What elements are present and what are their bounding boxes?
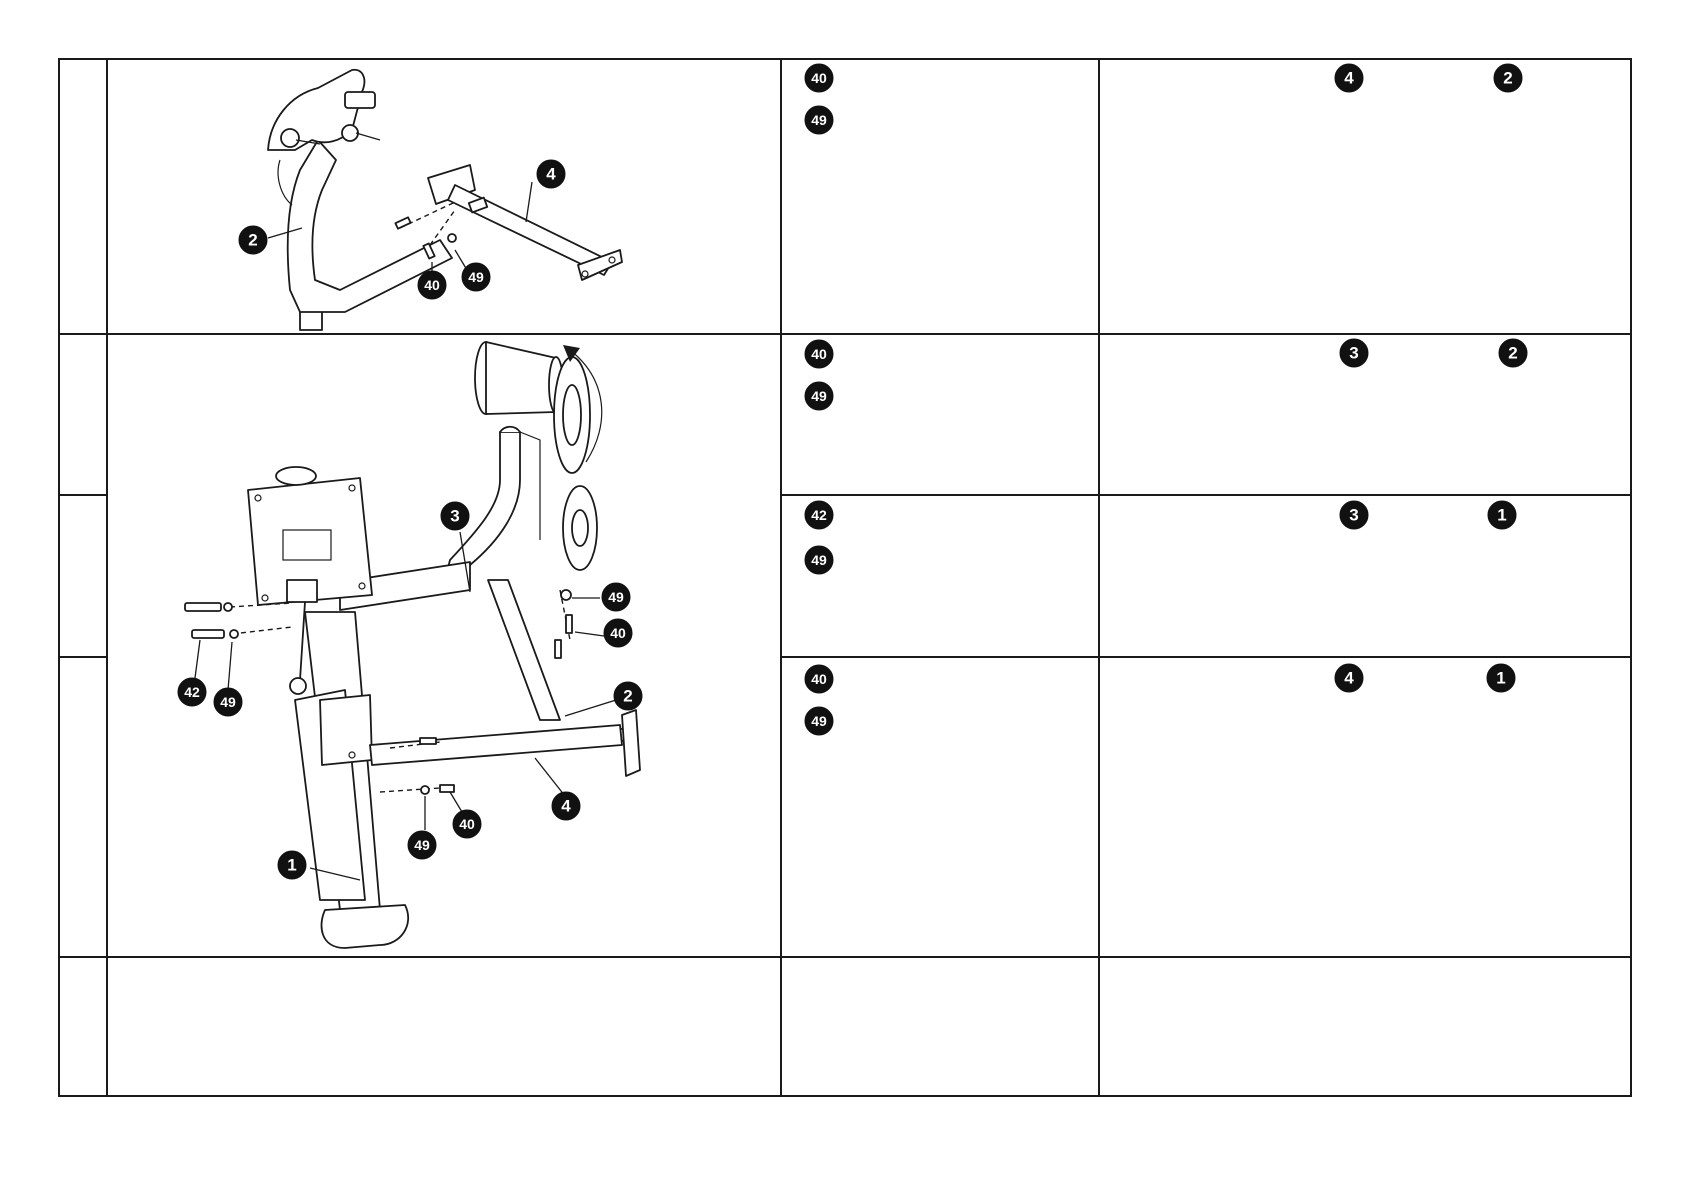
svg-text:4: 4: [1344, 669, 1354, 688]
svg-text:49: 49: [468, 269, 484, 285]
hardware-badge: 40: [805, 665, 833, 693]
hardware-badge: 49: [805, 382, 833, 410]
svg-text:2: 2: [1503, 69, 1512, 88]
callout-badge: 40: [604, 619, 632, 647]
svg-text:1: 1: [287, 856, 296, 875]
part-badge: 2: [1494, 64, 1522, 92]
svg-text:1: 1: [1496, 669, 1505, 688]
hardware-column: 40 49 40 49 42 49 40 49: [805, 64, 833, 735]
svg-text:49: 49: [811, 388, 827, 404]
svg-text:4: 4: [561, 797, 571, 816]
svg-text:1: 1: [1497, 506, 1506, 525]
callout-badge: 49: [462, 263, 490, 291]
svg-text:49: 49: [220, 694, 236, 710]
svg-text:49: 49: [811, 552, 827, 568]
callout-badge: 40: [453, 810, 481, 838]
hardware-badge: 42: [805, 501, 833, 529]
svg-text:49: 49: [608, 589, 624, 605]
part-badge: 3: [1340, 501, 1368, 529]
svg-text:49: 49: [811, 112, 827, 128]
callout-badge: 40: [418, 271, 446, 299]
svg-text:40: 40: [459, 816, 475, 832]
callout-badge: 2: [614, 682, 642, 710]
svg-text:40: 40: [424, 277, 440, 293]
callout-badge: 1: [278, 851, 306, 879]
part-badge: 4: [1335, 64, 1363, 92]
callout-badge: 4: [537, 160, 565, 188]
hardware-badge: 49: [805, 707, 833, 735]
svg-text:49: 49: [414, 837, 430, 853]
svg-text:3: 3: [450, 507, 459, 526]
parts-column: 4 2 3 2 3 1 4 1: [1335, 64, 1527, 692]
callout-badge: 2: [239, 226, 267, 254]
callout-badge: 49: [214, 688, 242, 716]
part-badge: 1: [1488, 501, 1516, 529]
svg-text:4: 4: [1344, 69, 1354, 88]
callout-badge: 4: [552, 792, 580, 820]
svg-text:2: 2: [248, 231, 257, 250]
hardware-badge: 49: [805, 106, 833, 134]
hardware-badge: 40: [805, 340, 833, 368]
hardware-badge: 49: [805, 546, 833, 574]
svg-text:4: 4: [546, 165, 556, 184]
diagram-steps-2-4: [185, 342, 640, 948]
part-badge: 3: [1340, 339, 1368, 367]
svg-text:2: 2: [623, 687, 632, 706]
svg-text:40: 40: [811, 671, 827, 687]
callout-badge: 42: [178, 678, 206, 706]
callout-badge: 49: [602, 583, 630, 611]
svg-text:3: 3: [1349, 506, 1358, 525]
svg-text:40: 40: [811, 70, 827, 86]
svg-text:3: 3: [1349, 344, 1358, 363]
callout-badge: 49: [408, 831, 436, 859]
part-badge: 4: [1335, 664, 1363, 692]
svg-text:49: 49: [811, 713, 827, 729]
svg-text:42: 42: [184, 684, 200, 700]
part-badge: 1: [1487, 664, 1515, 692]
svg-text:40: 40: [610, 625, 626, 641]
hardware-badge: 40: [805, 64, 833, 92]
svg-text:40: 40: [811, 346, 827, 362]
part-badge: 2: [1499, 339, 1527, 367]
svg-text:42: 42: [811, 507, 827, 523]
callout-badge: 3: [441, 502, 469, 530]
svg-text:2: 2: [1508, 344, 1517, 363]
